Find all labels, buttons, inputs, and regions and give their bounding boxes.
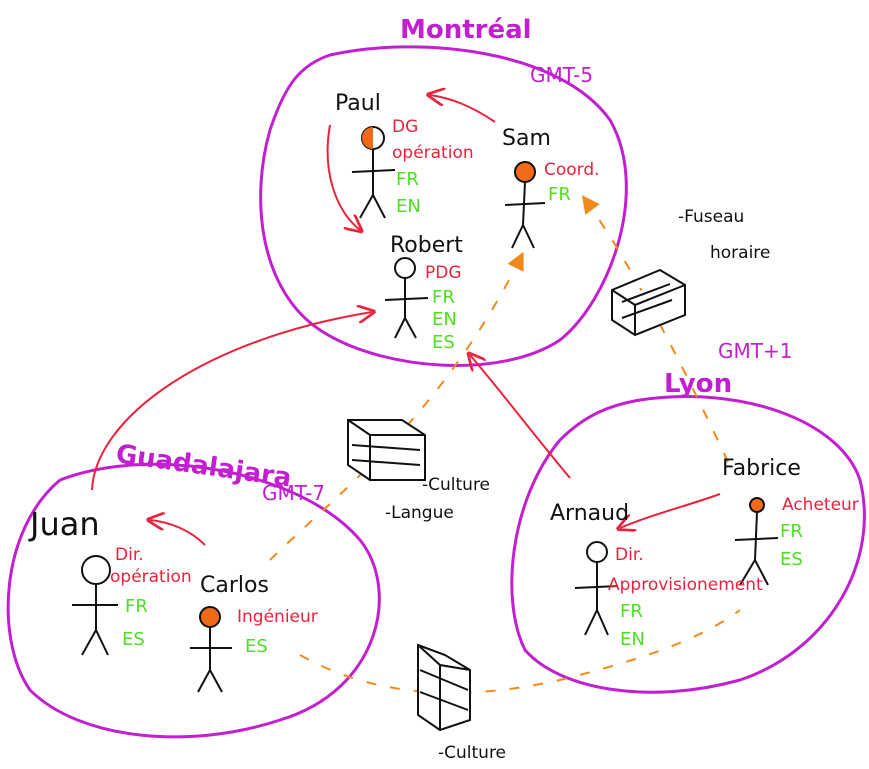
- lang-paul-2: EN: [396, 196, 421, 217]
- name-arnaud: Arnaud: [550, 501, 629, 526]
- role-arnaud: Dir.: [615, 545, 644, 565]
- role-arnaud-2: Approvisionement: [608, 575, 763, 595]
- head-icon: [749, 497, 765, 513]
- name-fabrice: Fabrice: [722, 456, 801, 481]
- wall-icon-culture: [417, 643, 471, 732]
- gmt-montreal: GMT-5: [530, 63, 593, 87]
- role-paul-2: opération: [392, 143, 474, 163]
- gmt-lyon: GMT+1: [718, 339, 792, 363]
- person-carlos: Carlos Ingénieur ES: [190, 573, 318, 693]
- head-icon: [514, 161, 536, 183]
- montreal-region: [259, 45, 628, 367]
- barrier-timezone-1: -Fuseau: [678, 207, 744, 227]
- barrier-culture: -Culture: [422, 475, 490, 495]
- role-juan: Dir.: [115, 545, 144, 565]
- guadalajara-region: [6, 462, 381, 739]
- head-icon: [199, 606, 221, 628]
- role-sam: Coord.: [544, 160, 600, 180]
- wall-icon-culture-language: [347, 419, 426, 481]
- lang-fabrice-1: FR: [780, 521, 803, 542]
- arrow-sam-to-paul: [430, 95, 496, 123]
- lyon-region: [510, 395, 866, 694]
- barrier-language: -Langue: [385, 503, 454, 523]
- role-paul: DG: [392, 117, 418, 137]
- role-juan-2: opération: [110, 567, 192, 587]
- lang-robert-1: FR: [432, 287, 455, 308]
- name-sam: Sam: [502, 126, 551, 151]
- head-icon: [81, 555, 111, 585]
- person-arnaud: Arnaud Dir. Approvisionement FR EN: [550, 501, 763, 650]
- arrow-carlos-to-juan: [150, 520, 206, 546]
- person-fabrice: Fabrice Acheteur FR ES: [722, 456, 859, 586]
- lang-juan-1: FR: [125, 596, 148, 617]
- person-juan: Juan Dir. opération FR ES: [28, 505, 192, 656]
- gmt-guadalajara: GMT-7: [262, 481, 325, 505]
- name-paul: Paul: [335, 91, 381, 116]
- person-sam: Sam Coord. FR: [502, 126, 600, 249]
- lang-robert-2: EN: [432, 309, 457, 330]
- barrier-culture-2: -Culture: [438, 743, 506, 763]
- city-montreal: Montréal: [400, 15, 532, 45]
- arrow-paul-to-robert: [326, 124, 360, 230]
- barrier-timezone-2: horaire: [710, 243, 770, 263]
- link-fabrice-to-sam: [581, 195, 729, 463]
- city-lyon: Lyon: [664, 369, 732, 399]
- lang-juan-2: ES: [122, 629, 145, 650]
- role-fabrice: Acheteur: [782, 495, 859, 515]
- head-icon: [586, 541, 608, 563]
- lang-arnaud-2: EN: [620, 629, 645, 650]
- lang-paul-1: FR: [396, 169, 419, 190]
- lang-arnaud-1: FR: [620, 601, 643, 622]
- lang-fabrice-2: ES: [780, 549, 803, 570]
- lang-robert-3: ES: [432, 332, 455, 353]
- name-juan: Juan: [28, 505, 100, 543]
- person-robert: Robert PDG FR EN ES: [384, 233, 463, 353]
- person-paul: Paul DG opération FR EN: [335, 91, 474, 219]
- lang-sam-1: FR: [548, 184, 571, 205]
- arrow-arnaud-to-robert: [470, 355, 571, 479]
- role-robert: PDG: [425, 263, 462, 283]
- link-carlos-to-lyon: [299, 609, 741, 694]
- role-carlos: Ingénieur: [237, 607, 318, 627]
- name-robert: Robert: [390, 233, 463, 258]
- wall-icon-timezone: [611, 268, 686, 337]
- arrow-fabrice-to-arnaud: [620, 493, 721, 528]
- name-carlos: Carlos: [200, 573, 269, 598]
- head-icon: [394, 257, 416, 279]
- lang-carlos-1: ES: [245, 636, 268, 657]
- arrow-juan-to-robert: [91, 312, 372, 491]
